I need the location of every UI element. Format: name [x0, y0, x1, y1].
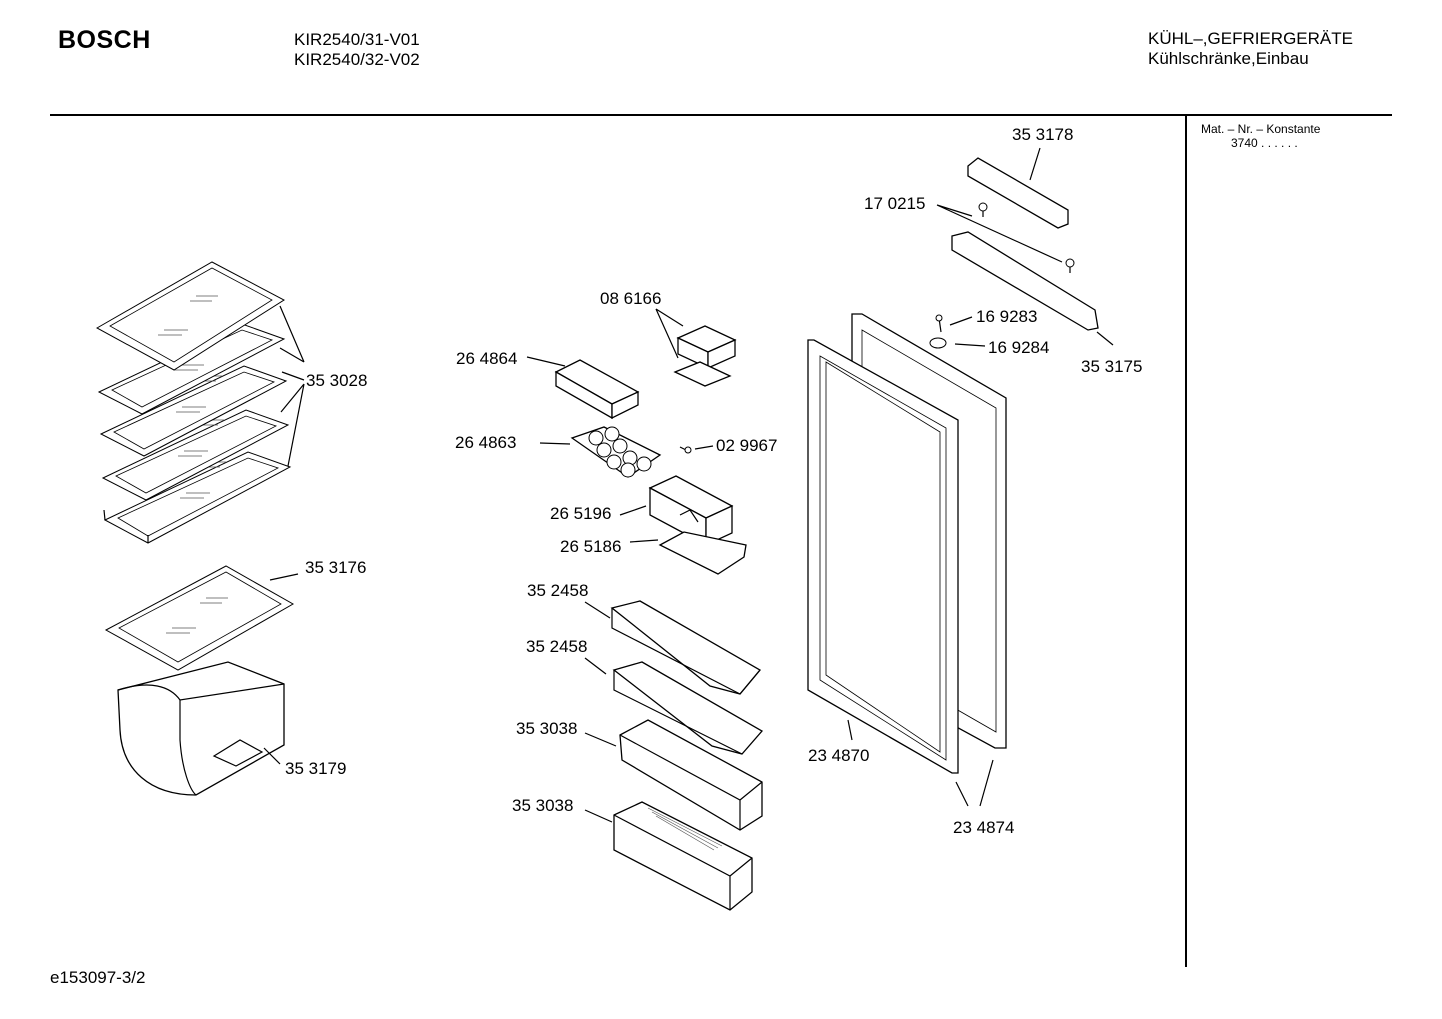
door-bottle-shelf [619, 719, 763, 831]
part-label: 35 3176 [305, 558, 366, 577]
part-label: 17 0215 [864, 194, 925, 213]
part-label: 23 4874 [953, 818, 1014, 837]
vegetable-crisper [117, 661, 285, 796]
category-subtitle: Kühlschränke,Einbau [1148, 49, 1309, 68]
sidebar-divider [1185, 115, 1187, 967]
door-gasket [807, 339, 959, 774]
part-label: 02 9967 [716, 436, 777, 455]
model-number: KIR2540/31-V01 [294, 30, 420, 49]
part-labels: 35 3178 17 0215 16 9283 16 9284 35 3175 … [285, 125, 1142, 837]
material-constant: Mat. – Nr. – Konstante 3740 . . . . . . [1201, 122, 1320, 150]
part-label: 26 4864 [456, 349, 517, 368]
brand-logo: BOSCH [58, 26, 151, 54]
glass-shelf-stack [95, 261, 292, 544]
door-shelf [612, 661, 764, 755]
model-number: KIR2540/32-V02 [294, 50, 420, 69]
material-constant-label: Mat. – Nr. – Konstante [1201, 122, 1321, 136]
glass-shelf [99, 365, 288, 457]
dairy-compartment [648, 475, 747, 575]
part-label: 35 3179 [285, 759, 346, 778]
part-label: 26 4863 [455, 433, 516, 452]
part-label: 35 3178 [1012, 125, 1073, 144]
butter-compartment [554, 359, 640, 420]
part-label: 16 9284 [988, 338, 1049, 357]
glass-shelf [103, 451, 292, 544]
screw-part [1065, 258, 1075, 273]
part-label: 23 4870 [808, 746, 869, 765]
glass-shelf [95, 261, 285, 371]
part-label: 35 3028 [306, 371, 367, 390]
part-label: 35 2458 [526, 637, 587, 656]
part-label: 35 2458 [527, 581, 588, 600]
cap-part [929, 337, 947, 349]
header-divider [50, 114, 1392, 116]
part-label: 16 9283 [976, 307, 1037, 326]
category-title: KÜHL–,GEFRIERGERÄTE [1148, 29, 1353, 48]
screw-part [935, 314, 943, 333]
egg-tray [570, 426, 662, 478]
appliance-category: KÜHL–,GEFRIERGERÄTE Kühlschränke,Einbau [1148, 29, 1353, 69]
crisper-glass-shelf [104, 565, 295, 671]
door-bottle-shelf [613, 801, 753, 911]
part-label: 08 6166 [600, 289, 661, 308]
screw-part [978, 202, 988, 217]
part-label: 35 3038 [516, 719, 577, 738]
glass-shelf [101, 409, 290, 501]
document-id: e153097-3/2 [50, 968, 146, 987]
part-label: 26 5196 [550, 504, 611, 523]
door-shelf [610, 600, 761, 695]
top-cover [967, 157, 1069, 229]
part-label: 35 3175 [1081, 357, 1142, 376]
part-label: 26 5186 [560, 537, 621, 556]
screw-part [679, 446, 692, 454]
material-constant-value: 3740 . . . . . . [1231, 136, 1298, 150]
hinge-bracket [951, 231, 1099, 331]
leader-lines [263, 147, 1114, 823]
model-list: KIR2540/31-V01 KIR2540/32-V02 [294, 30, 420, 70]
small-compartment [673, 325, 737, 387]
part-label: 35 3038 [512, 796, 573, 815]
